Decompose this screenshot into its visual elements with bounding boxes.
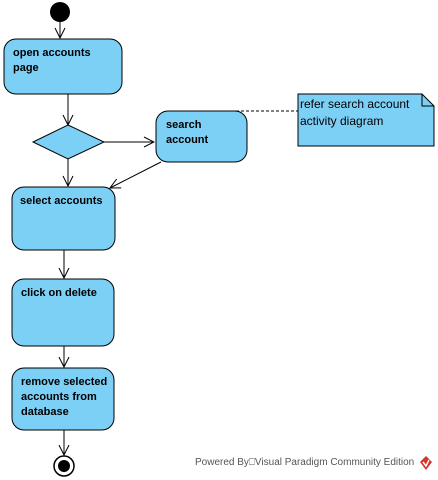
action-select-accounts-label: select accounts <box>20 195 103 207</box>
final-node <box>53 455 75 477</box>
action-search-account-label-1: search <box>166 119 202 131</box>
action-remove-selected-label-1: remove selected <box>21 376 107 388</box>
note-label-1: refer search account <box>300 97 410 111</box>
action-search-account: search account <box>155 110 248 163</box>
action-search-account-label-2: account <box>166 134 209 146</box>
visual-paradigm-logo-icon <box>420 456 432 470</box>
note-refer-search: refer search account activity diagram <box>297 93 435 147</box>
action-select-accounts: select accounts <box>11 186 116 251</box>
action-remove-selected: remove selected accounts from database <box>11 367 115 431</box>
note-label-2: activity diagram <box>300 114 383 128</box>
action-open-accounts-label-2: page <box>13 62 39 74</box>
action-open-accounts-label-1: open accounts <box>13 47 91 59</box>
powered-by-footer: Powered By⎕Visual Paradigm Community Edi… <box>195 457 415 468</box>
action-remove-selected-label-2: accounts from <box>21 391 97 403</box>
action-click-delete-label: click on delete <box>21 287 97 299</box>
edge-search-to-select <box>110 161 162 188</box>
action-open-accounts: open accounts page <box>3 38 123 95</box>
action-click-delete: click on delete <box>11 278 115 347</box>
initial-node <box>50 2 70 22</box>
decision-node <box>31 124 106 160</box>
edges <box>60 22 162 455</box>
action-remove-selected-label-3: database <box>21 406 69 418</box>
